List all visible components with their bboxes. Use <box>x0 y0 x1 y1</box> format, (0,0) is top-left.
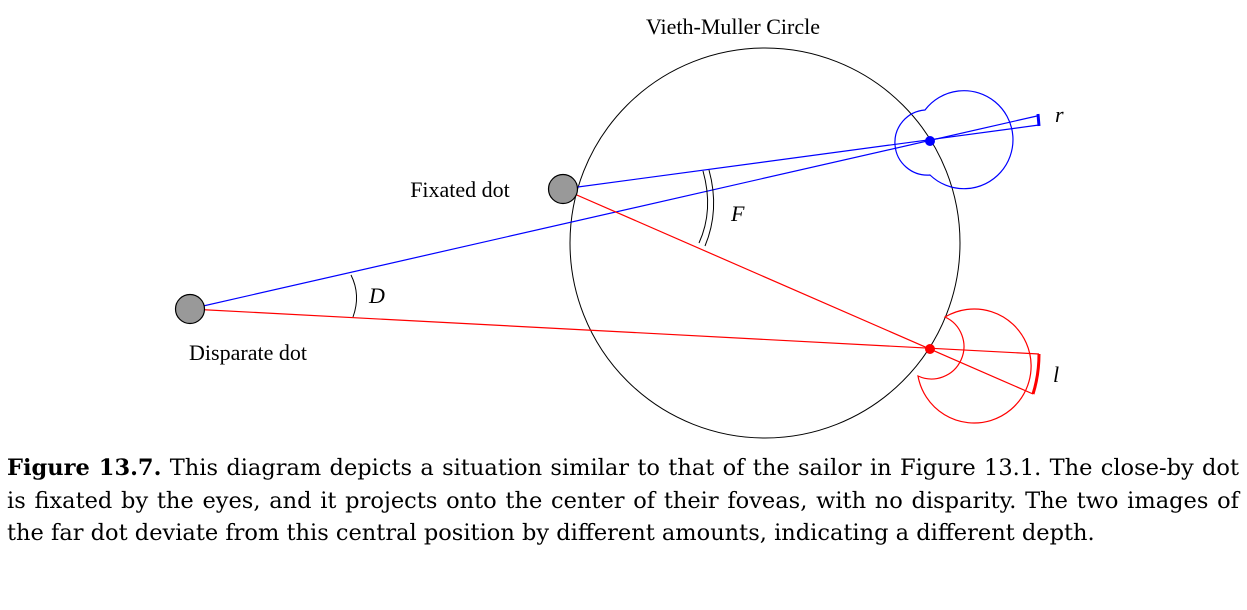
left-eye-fixation-line <box>562 188 1034 395</box>
left-eye-outline <box>917 308 1032 424</box>
angle-f-arc-inner <box>698 170 709 244</box>
angle-d-label: D <box>368 283 385 308</box>
circle-label: Vieth-Muller Circle <box>646 14 820 39</box>
angle-f-arc-outer <box>704 169 715 247</box>
fixated-dot-label: Fixated dot <box>410 177 510 202</box>
right-eye-fixation-line <box>562 124 1040 190</box>
fixated-dot <box>547 173 579 205</box>
disparate-dot-label: Disparate dot <box>189 340 307 365</box>
right-eye-disparate-line <box>189 115 1038 310</box>
right-eye <box>189 90 1041 310</box>
vieth-muller-circle <box>569 47 961 439</box>
figure-caption: Figure 13.7. This diagram depicts a situ… <box>7 452 1239 550</box>
left-eye-retina-disparity-arc <box>1031 353 1041 395</box>
left-eye-disparate-line <box>189 308 1040 355</box>
right-eye-retina-disparity-arc <box>1036 113 1041 127</box>
left-eye <box>189 188 1041 424</box>
left-eye-nodal-point <box>925 344 935 354</box>
angle-f-label: F <box>730 201 745 226</box>
stereo-disparity-diagram: Vieth-Muller Circle Fixated dot Disparat… <box>174 14 1064 439</box>
figure-caption-label: Figure 13.7. <box>7 455 162 481</box>
angle-d-arc <box>350 274 357 318</box>
right-eye-label: r <box>1055 102 1064 127</box>
left-eye-label: l <box>1053 362 1059 387</box>
right-eye-outline <box>894 90 1014 190</box>
disparate-dot <box>174 293 206 325</box>
right-eye-nodal-point <box>925 136 935 146</box>
figure-caption-text: This diagram depicts a situation similar… <box>7 455 1239 546</box>
